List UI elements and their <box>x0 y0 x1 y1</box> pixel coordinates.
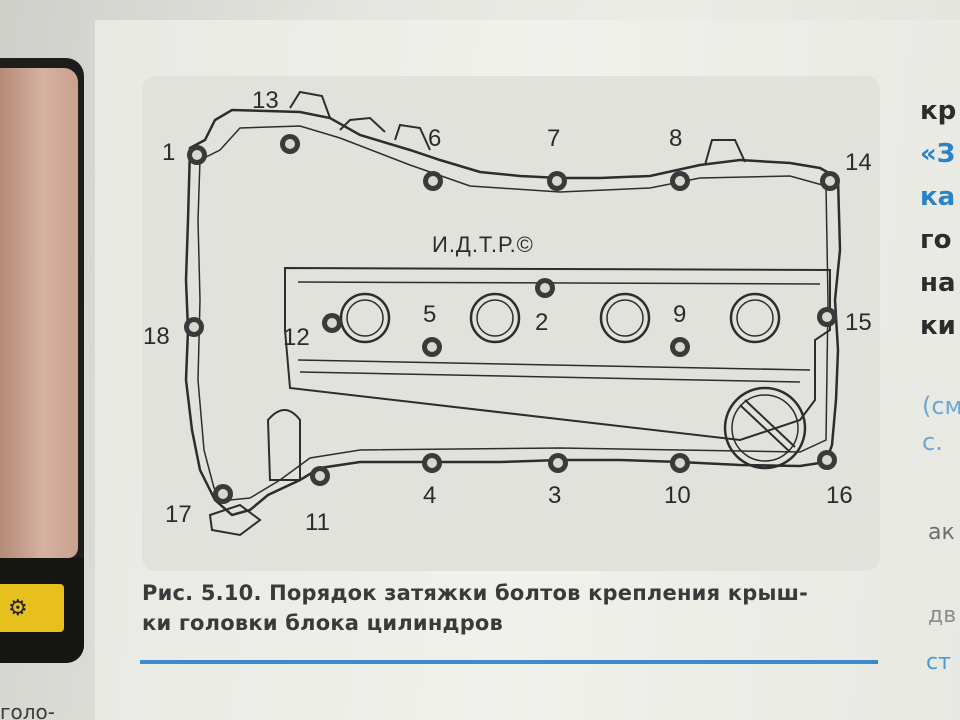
bolt-center-8 <box>675 176 685 186</box>
bolt-center-5 <box>427 342 437 352</box>
bolt-label-11: 11 <box>305 509 330 536</box>
bolt-label-9: 9 <box>673 301 686 328</box>
bolt-center-11 <box>315 471 325 481</box>
bolt-label-14: 14 <box>845 149 872 176</box>
bolt-center-17 <box>218 489 228 499</box>
inner-frame <box>284 266 831 442</box>
figure-caption: Рис. 5.10. Порядок затяжки болтов крепле… <box>142 578 882 638</box>
watermark: И.Д.Т.Р.© <box>432 232 534 257</box>
plug-hole-4 <box>729 292 781 344</box>
inner-frame-2 <box>297 281 821 383</box>
bottom-left-text: голо- <box>0 700 55 720</box>
bolt-label-10: 10 <box>664 482 691 509</box>
caption-line-1: Рис. 5.10. Порядок затяжки болтов крепле… <box>142 581 809 605</box>
caption-line-2: ки головки блока цилиндров <box>142 611 504 635</box>
right-blue-2: с. <box>922 428 943 456</box>
bolt-center-16 <box>822 455 832 465</box>
bolt-label-1: 1 <box>162 139 175 166</box>
right-line-1: кр <box>920 96 957 126</box>
bolt-center-15 <box>822 312 832 322</box>
right-column-text: кр «З ка го на ки <box>920 90 960 348</box>
car-icon: ⚙ <box>0 584 64 632</box>
right-column-blue: (см с. <box>922 388 960 460</box>
bracket-top <box>289 90 431 151</box>
right-line-6: ки <box>920 311 956 341</box>
bolt-label-3: 3 <box>548 482 561 509</box>
bolt-label-8: 8 <box>669 125 682 152</box>
bolt-center-4 <box>427 458 437 468</box>
right-line-ak: ак <box>928 520 955 545</box>
oil-filler-cap <box>723 386 807 470</box>
sensor <box>266 409 301 481</box>
caption-rule <box>140 660 878 664</box>
bolts <box>184 134 840 504</box>
cover-outline <box>184 108 842 517</box>
bolt-label-18: 18 <box>143 323 170 350</box>
right-line-5: на <box>920 268 956 298</box>
right-line-st: ст <box>926 650 951 675</box>
cover-inner-outline <box>197 125 829 501</box>
right-line-4: го <box>920 225 952 255</box>
bolt-center-7 <box>552 176 562 186</box>
bolt-label-17: 17 <box>165 501 192 528</box>
sensor-bracket <box>208 503 262 537</box>
plug-hole-3 <box>599 292 651 344</box>
right-blue-1: (см <box>922 392 960 420</box>
bolt-label-15: 15 <box>845 309 872 336</box>
pcv-bracket <box>704 139 746 166</box>
bolt-center-14 <box>825 176 835 186</box>
bolt-label-13: 13 <box>252 87 279 114</box>
right-line-dv: дв <box>928 603 957 628</box>
bolt-center-13 <box>285 139 295 149</box>
bolt-label-5: 5 <box>423 301 436 328</box>
bolt-center-1 <box>192 150 202 160</box>
plug-hole-1 <box>339 292 391 344</box>
bolt-center-12 <box>327 318 337 328</box>
right-line-2: «З <box>920 139 956 169</box>
bolt-center-3 <box>553 458 563 468</box>
bolt-label-12: 12 <box>283 324 310 351</box>
bolt-center-9 <box>675 342 685 352</box>
bolt-center-2 <box>540 283 550 293</box>
bolt-label-2: 2 <box>535 309 548 336</box>
photo-image <box>0 68 78 558</box>
bolt-label-6: 6 <box>428 125 441 152</box>
plug-hole-2 <box>469 292 521 344</box>
bolt-center-6 <box>428 176 438 186</box>
bolt-label-16: 16 <box>826 482 853 509</box>
bolt-center-10 <box>675 458 685 468</box>
right-line-3: ка <box>920 182 956 212</box>
bolt-label-4: 4 <box>423 482 436 509</box>
bolt-label-7: 7 <box>547 125 560 152</box>
left-page-photo <box>0 58 84 663</box>
bolt-center-18 <box>189 322 199 332</box>
